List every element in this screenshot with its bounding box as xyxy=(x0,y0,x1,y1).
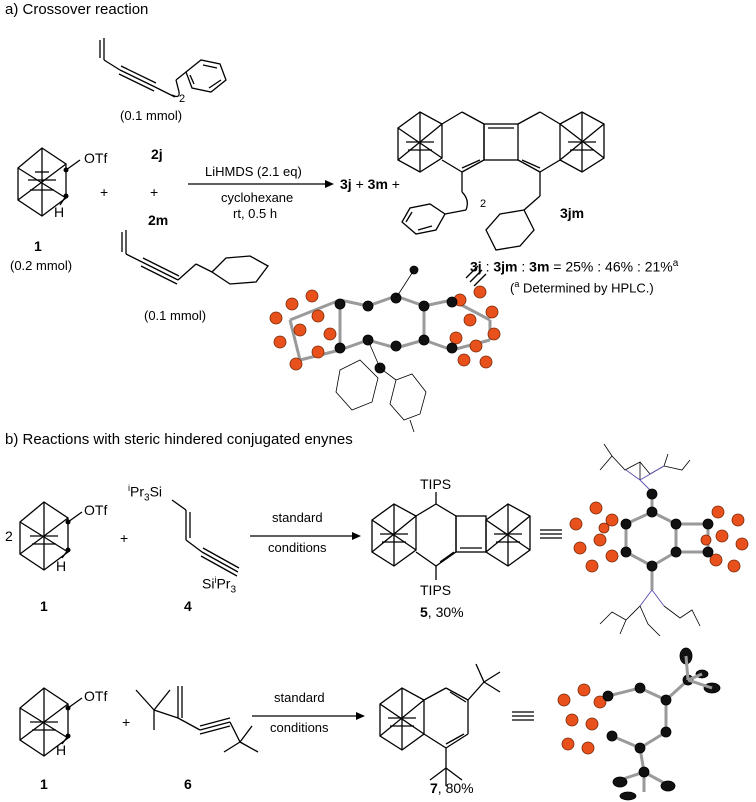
amount-1: (0.2 mmol) xyxy=(10,258,73,273)
h-atom-b1: H xyxy=(56,558,67,574)
product-7-yield: 7, 80% xyxy=(430,780,474,796)
label-2m: 2m xyxy=(148,212,169,228)
label-1-b2: 1 xyxy=(40,776,48,792)
amount-2m: (0.1 mmol) xyxy=(144,308,207,323)
structure-7 xyxy=(379,663,501,786)
structure-2m xyxy=(121,230,269,285)
product-3j: 3j xyxy=(340,176,352,192)
tips-top: TIPS xyxy=(420,476,452,492)
reagent-label: LiHMDS (2.1 eq) xyxy=(205,164,302,179)
label-4: 4 xyxy=(184,598,192,614)
plus-a1: + xyxy=(100,184,109,200)
substituent-otf-b2: OTf xyxy=(84,688,108,704)
amount-2j: (0.1 mmol) xyxy=(120,108,183,123)
subscript-2j: 2 xyxy=(179,93,186,105)
label-1-a: 1 xyxy=(34,238,42,254)
section-b-title: b) Reactions with steric hindered conjug… xyxy=(5,431,353,448)
si-group-top: iPr3Si xyxy=(128,483,163,504)
coefficient-2: 2 xyxy=(5,528,13,544)
h-atom-a: H xyxy=(54,204,65,220)
label-3jm: 3jm xyxy=(560,205,585,221)
structure-3jm xyxy=(397,111,605,251)
conditions-b1-line1: standard xyxy=(272,510,323,525)
plus-b2: + xyxy=(122,714,131,730)
si-group-bottom: SiiPr3 xyxy=(202,575,237,596)
carborane-1 xyxy=(17,147,81,217)
h-atom-b2: H xyxy=(56,742,67,758)
label-6: 6 xyxy=(184,776,192,792)
conditions-b2-line2: conditions xyxy=(270,720,329,735)
tips-bottom: TIPS xyxy=(420,582,452,598)
equivalence-sign-b1 xyxy=(540,529,562,539)
product-5-yield: 5, 30% xyxy=(420,604,464,620)
plus-a2: + xyxy=(150,184,159,200)
structure-4 xyxy=(171,499,240,577)
structure-5 xyxy=(371,492,531,580)
conditions-b2-line1: standard xyxy=(274,690,325,705)
equivalence-sign-b2 xyxy=(512,711,534,721)
crystal-structure-3jm xyxy=(269,265,501,433)
carborane-1-row2 xyxy=(19,687,83,757)
plus-b1: + xyxy=(120,530,129,546)
structure-2j xyxy=(99,38,227,98)
equivalence-sign-a xyxy=(465,265,487,287)
label-2j: 2j xyxy=(151,146,163,162)
label-1-b1: 1 xyxy=(40,598,48,614)
solvent-label: cyclohexane xyxy=(221,190,294,205)
substituent-otf-a: OTf xyxy=(84,150,108,166)
conditions-label: rt, 0.5 h xyxy=(233,206,278,221)
section-a-title: a) Crossover reaction xyxy=(5,1,149,18)
subscript-3jm: 2 xyxy=(480,198,487,210)
products-line: 3j + 3m + xyxy=(340,176,400,192)
product-3m: 3m xyxy=(367,176,388,192)
substituent-otf-b1: OTf xyxy=(84,502,108,518)
footnote: (a Determined by HPLC.) xyxy=(510,279,654,296)
ratio-line: 3j : 3jm : 3m = 25% : 46% : 21%a xyxy=(470,258,679,275)
conditions-b1-line2: conditions xyxy=(268,540,327,555)
carborane-1-row1 xyxy=(19,501,83,571)
structure-6 xyxy=(135,686,259,753)
crystal-structure-5 xyxy=(569,443,749,637)
crystal-structure-7 xyxy=(557,647,721,801)
